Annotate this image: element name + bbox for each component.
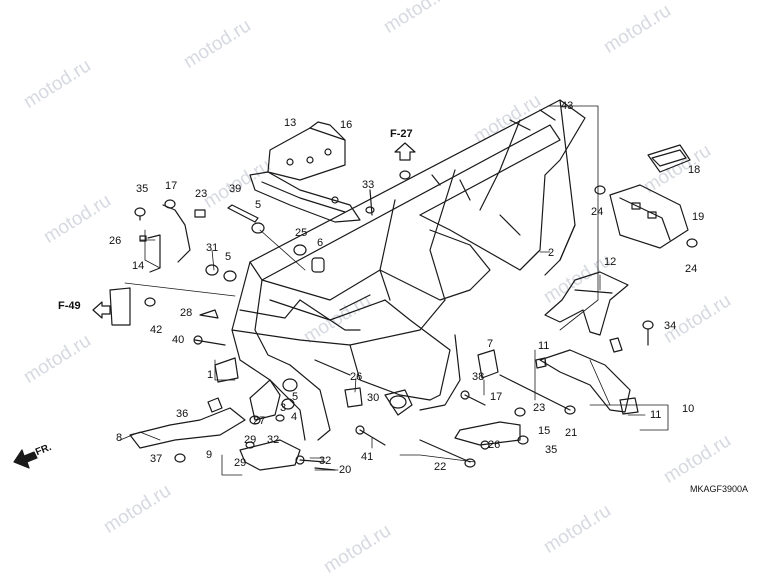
center-parts — [344, 170, 576, 468]
callout-27[interactable]: 27 — [253, 415, 266, 427]
callout-18[interactable]: 18 — [688, 164, 701, 176]
callout-31[interactable]: 31 — [206, 242, 219, 254]
callout-23[interactable]: 23 — [195, 188, 208, 200]
callout-26-center[interactable]: 26 — [350, 371, 363, 383]
right-bracket — [535, 271, 654, 415]
callout-11-right[interactable]: 11 — [650, 409, 662, 421]
callout-28[interactable]: 28 — [180, 307, 193, 319]
callout-17-right[interactable]: 17 — [490, 391, 503, 403]
callout-30[interactable]: 30 — [367, 392, 380, 404]
callout-10[interactable]: 10 — [682, 403, 695, 415]
callout-26-left[interactable]: 26 — [109, 235, 122, 247]
callout-13[interactable]: 13 — [284, 117, 297, 129]
callout-23-right[interactable]: 23 — [533, 402, 546, 414]
callout-7[interactable]: 7 — [487, 338, 494, 350]
callout-43[interactable]: 43 — [561, 100, 574, 112]
callout-1[interactable]: 1 — [207, 369, 214, 381]
footpeg-bracket — [129, 357, 336, 471]
callout-41[interactable]: 41 — [361, 451, 374, 463]
callout-42[interactable]: 42 — [150, 324, 163, 336]
callout-24-right[interactable]: 24 — [685, 263, 698, 275]
callout-39[interactable]: 39 — [229, 183, 242, 195]
callout-37[interactable]: 37 — [150, 453, 163, 465]
ref-f49-label[interactable]: F-49 — [58, 300, 81, 312]
callout-15[interactable]: 15 — [538, 425, 551, 437]
seat-bracket — [249, 121, 361, 223]
callout-5-lower[interactable]: 5 — [292, 391, 299, 403]
callout-11-top[interactable]: 11 — [538, 340, 550, 352]
callout-12[interactable]: 12 — [604, 256, 617, 268]
callout-40[interactable]: 40 — [172, 334, 185, 346]
ref-f27-label[interactable]: F-27 — [390, 128, 413, 140]
callout-29-bottom[interactable]: 29 — [234, 457, 247, 469]
callout-29-top[interactable]: 29 — [244, 434, 257, 446]
callout-21[interactable]: 21 — [565, 427, 578, 439]
callout-22[interactable]: 22 — [434, 461, 447, 473]
callout-24-top[interactable]: 24 — [591, 206, 604, 218]
callout-9[interactable]: 9 — [206, 449, 213, 461]
fr-arrow[interactable] — [13, 449, 38, 469]
callout-36[interactable]: 36 — [176, 408, 189, 420]
f49-arrow — [92, 301, 111, 319]
callout-25[interactable]: 25 — [295, 227, 308, 239]
callout-38[interactable]: 38 — [472, 371, 485, 383]
callout-33[interactable]: 33 — [362, 179, 375, 191]
f27-arrow — [394, 142, 416, 161]
callout-16[interactable]: 16 — [340, 119, 353, 131]
callout-2[interactable]: 2 — [548, 247, 555, 259]
fasteners — [109, 199, 325, 346]
callout-20[interactable]: 20 — [339, 464, 352, 476]
callout-32-bottom[interactable]: 32 — [319, 455, 332, 467]
diagram-code: MKAGF3900A — [690, 484, 749, 494]
leader-lines — [119, 105, 669, 476]
callout-35-right[interactable]: 35 — [545, 444, 558, 456]
callout-5-top[interactable]: 5 — [255, 199, 262, 211]
callout-26-right[interactable]: 26 — [488, 439, 501, 451]
callout-14[interactable]: 14 — [132, 260, 145, 272]
callout-17[interactable]: 17 — [165, 180, 178, 192]
callout-4[interactable]: 4 — [291, 411, 298, 423]
main-frame — [231, 99, 586, 441]
callout-34[interactable]: 34 — [664, 320, 677, 332]
ecu-module — [594, 144, 698, 249]
callout-3[interactable]: 3 — [280, 402, 287, 414]
callout-6[interactable]: 6 — [317, 237, 324, 249]
callout-19[interactable]: 19 — [692, 211, 705, 223]
callout-8[interactable]: 8 — [116, 432, 123, 444]
callout-5-mid[interactable]: 5 — [225, 251, 232, 263]
callout-35[interactable]: 35 — [136, 183, 149, 195]
callout-32[interactable]: 32 — [267, 434, 280, 446]
